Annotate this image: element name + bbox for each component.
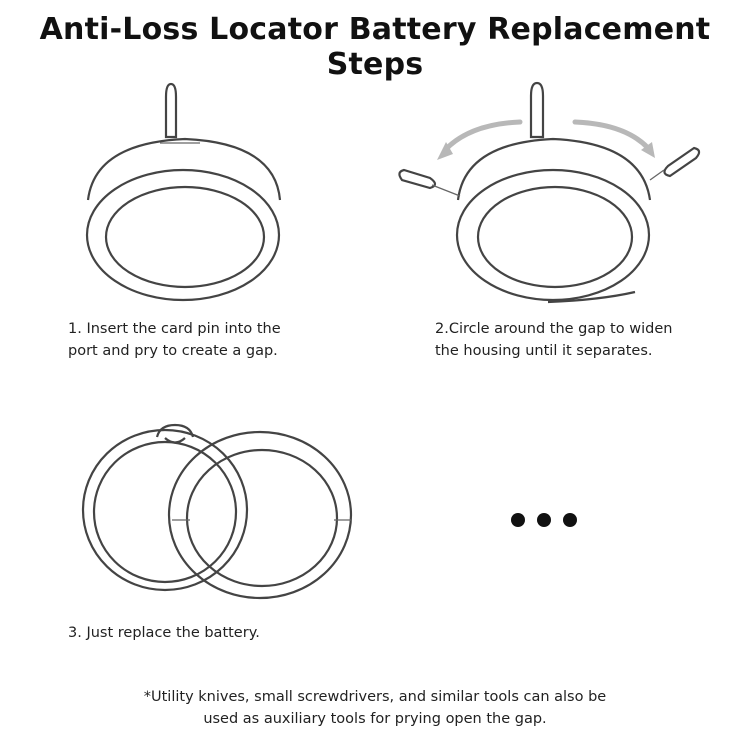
step-2-caption-line-2: the housing until it separates. [435,343,653,359]
step-3-caption-line-1: 3. Just replace the battery. [68,625,260,641]
step-3-caption: 3. Just replace the battery. [68,622,260,644]
step-3-illustration [81,423,353,600]
step-2-illustration [398,81,701,304]
card-pin-center [529,81,545,139]
housing-back-outer [81,428,249,592]
card-pin-left [398,168,437,190]
housing-front-outer [167,430,353,600]
housing-front-inner [185,448,339,588]
housing-outer-ring [455,168,651,302]
footnote-line-1: *Utility knives, small screwdrivers, and… [143,689,607,705]
step-1-caption-line-2: port and pry to create a gap. [68,343,278,359]
housing-top-rim [86,137,282,201]
housing-back-inner [92,440,238,584]
step-2-caption-line-1: 2.Circle around the gap to widen [435,321,673,337]
step-2-caption: 2.Circle around the gap to widen the hou… [435,318,672,362]
ellipsis-dots [511,513,577,527]
arrow-right [572,119,651,151]
page-title: Anti-Loss Locator Battery Replacement St… [39,12,711,82]
step-1-caption-line-1: 1. Insert the card pin into the [68,321,281,337]
housing-outer-ring [85,168,281,302]
footnote: *Utility knives, small screwdrivers, and… [0,686,750,730]
housing-inner-face [104,185,266,289]
card-pin-right [663,146,701,178]
card-pin [164,82,178,139]
arrow-left [442,119,523,153]
housing-top-rim [456,137,652,201]
step-1-illustration [85,82,282,302]
housing-inner-face [476,185,634,289]
footnote-line-2: used as auxiliary tools for prying open … [203,711,547,727]
step-1-caption: 1. Insert the card pin into the port and… [68,318,281,362]
